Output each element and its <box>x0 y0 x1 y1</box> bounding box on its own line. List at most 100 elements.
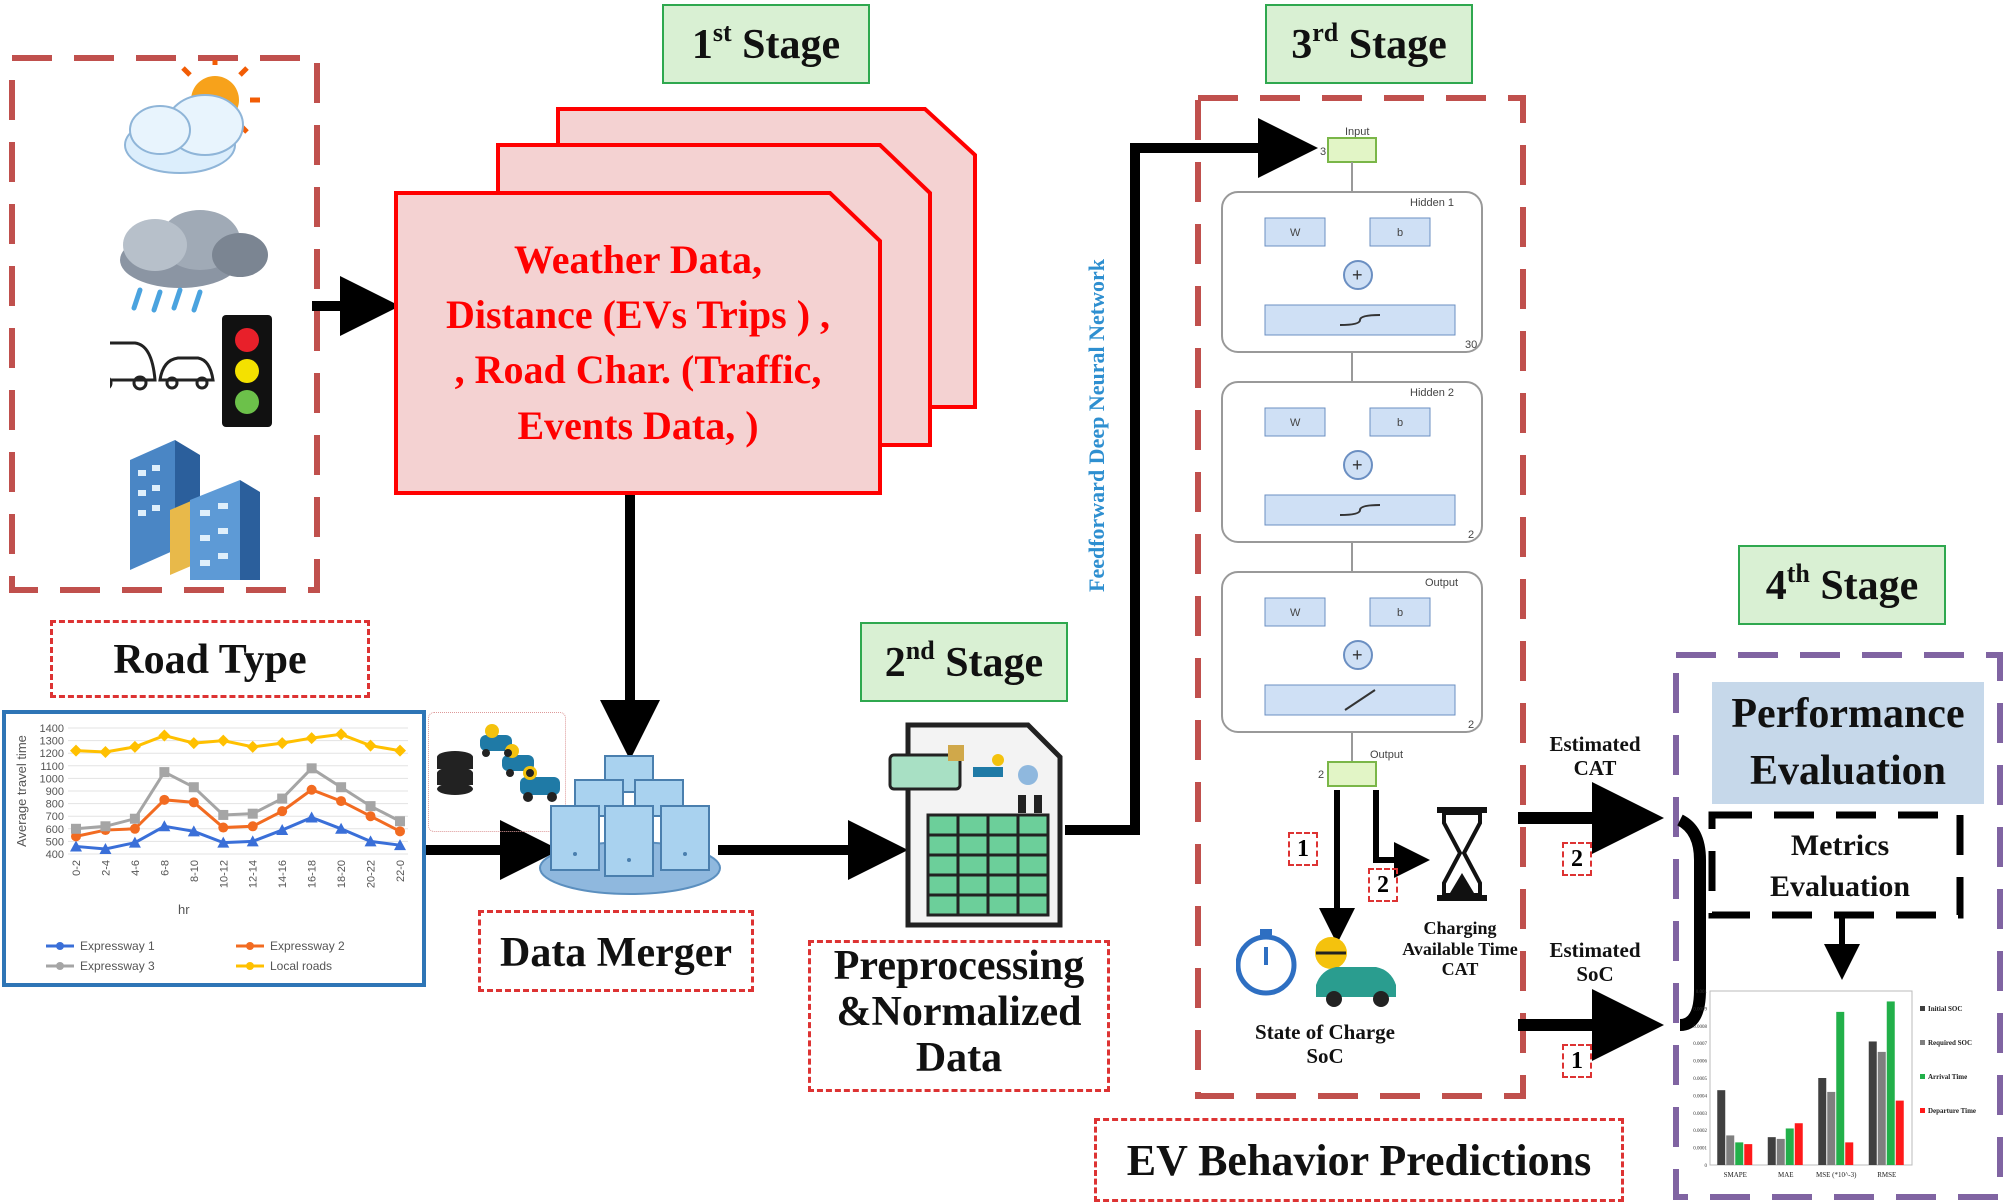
data-point <box>335 728 348 741</box>
data-point <box>394 744 406 757</box>
y-tick-label: 0.0006 <box>1693 1060 1707 1065</box>
data-point <box>218 809 229 820</box>
data-sources-text: Weather Data, Distance (EVs Trips ) , , … <box>396 232 880 453</box>
legend-swatch <box>1920 1006 1925 1011</box>
svg-text:+: + <box>1352 455 1363 475</box>
data-point <box>306 784 317 795</box>
data-point <box>246 835 259 847</box>
data-point <box>128 836 141 848</box>
data-point <box>70 840 82 852</box>
ev-behavior-label: EV Behavior Predictions <box>1094 1118 1624 1202</box>
x-tick-label: 4-6 <box>130 860 142 876</box>
data-line-road: , Road Char. (Traffic, <box>454 347 822 393</box>
y-tick-label: 1100 <box>40 761 64 773</box>
stage-number: 2 <box>884 640 906 686</box>
data-point <box>246 740 259 753</box>
bias-label: b <box>1397 227 1403 239</box>
input-size: 3 <box>1320 146 1326 158</box>
stage-1-label: 1st Stage <box>662 4 870 84</box>
metric-bar <box>1895 1100 1904 1165</box>
metric-bar <box>1818 1078 1827 1165</box>
legend-label: Local roads <box>270 959 332 973</box>
x-tick-label: 0-2 <box>71 860 83 876</box>
metric-bar <box>1726 1135 1735 1165</box>
spreadsheet-document-icon <box>888 722 1063 928</box>
stage-3-label: 3rd Stage <box>1265 4 1473 84</box>
ev-database-icon <box>437 724 560 802</box>
input-label: Input <box>1345 126 1369 138</box>
legend-marker <box>246 942 254 950</box>
metric-bar <box>1845 1142 1854 1165</box>
hourglass-icon <box>1437 807 1487 901</box>
stage-word: Stage <box>742 22 841 68</box>
x-tick-label: 22-0 <box>395 860 407 882</box>
weight-label: W <box>1290 607 1301 619</box>
sources-frame <box>9 55 320 593</box>
y-tick-label: 0.0003 <box>1693 1112 1707 1117</box>
data-point <box>364 835 377 847</box>
sun-cloud-icon <box>124 60 260 174</box>
y-tick-label: 1000 <box>40 773 64 785</box>
y-tick-label: 0.0007 <box>1693 1042 1707 1047</box>
y-tick-label: 800 <box>46 799 64 811</box>
stage-number: 3 <box>1291 22 1313 68</box>
stage-number: 4 <box>1765 563 1787 609</box>
data-point <box>247 821 258 832</box>
x-tick-label: MSE (*10^-3) <box>1816 1171 1857 1179</box>
legend-label: Expressway 2 <box>270 939 345 953</box>
evaluation-frame <box>1673 652 2003 1200</box>
hidden-1-size: 30 <box>1465 339 1477 351</box>
data-point <box>129 813 140 824</box>
metric-bar <box>1776 1138 1785 1165</box>
series-line <box>75 732 401 754</box>
y-tick-label: 900 <box>46 786 64 798</box>
source-icons <box>110 60 272 580</box>
hidden-2-label: Hidden 2 <box>1410 387 1454 399</box>
y-tick-label: 400 <box>46 849 64 861</box>
legend-label: Arrival Time <box>1928 1073 1967 1081</box>
metric-bar <box>1717 1090 1726 1165</box>
x-tick-label: MAE <box>1778 1171 1794 1179</box>
y-tick-label: 0 <box>1705 1164 1708 1169</box>
metric-bar <box>1868 1041 1877 1165</box>
data-point <box>188 782 199 793</box>
data-point <box>128 740 141 753</box>
metrics-frame <box>1708 811 1964 919</box>
network-title: Feedforward Deep Neural Network <box>1084 259 1109 592</box>
data-point <box>365 801 376 812</box>
x-tick-label: 8-10 <box>189 860 201 882</box>
y-tick-label: 0.0008 <box>1693 1025 1707 1030</box>
data-point <box>159 794 170 805</box>
legend-swatch <box>1920 1108 1925 1113</box>
data-point <box>276 824 289 836</box>
road-type-label: Road Type <box>50 620 370 698</box>
y-tick-label: 1300 <box>40 736 64 748</box>
data-point <box>336 782 347 793</box>
data-point <box>276 737 289 750</box>
metric-bar <box>1735 1142 1744 1165</box>
data-point <box>277 806 288 817</box>
x-tick-label: 20-22 <box>366 860 378 888</box>
data-point <box>305 811 318 823</box>
data-point <box>365 811 376 822</box>
output-label: Output <box>1370 749 1403 761</box>
data-point <box>217 734 230 747</box>
legend-marker <box>56 942 64 950</box>
x-tick-label: RMSE <box>1877 1171 1896 1179</box>
data-point <box>100 821 111 832</box>
ev-database-box <box>428 712 566 832</box>
stopwatch-ev-icon <box>1236 929 1396 1007</box>
data-point <box>187 825 200 837</box>
y-tick-label: 600 <box>46 824 64 836</box>
y-tick-label: 500 <box>46 836 64 848</box>
data-point <box>71 823 81 834</box>
data-point <box>218 822 229 833</box>
x-tick-label: 12-14 <box>248 860 260 888</box>
y-tick-label: 0.0001 <box>1693 1147 1707 1152</box>
travel-time-chart: 40050060070080090010001100120013001400Av… <box>14 723 408 973</box>
